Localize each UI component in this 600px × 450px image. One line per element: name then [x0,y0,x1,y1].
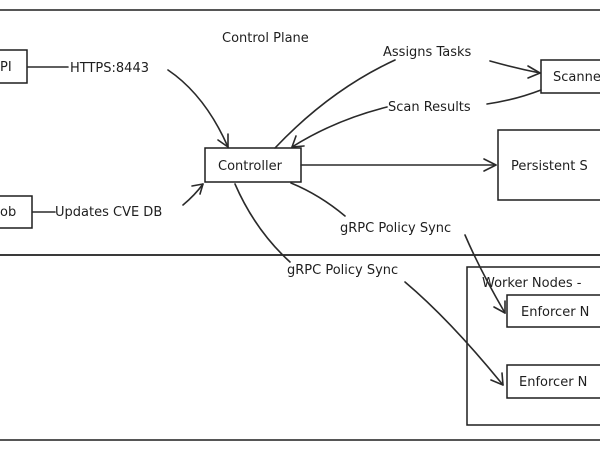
controller-label: Controller [218,159,283,174]
job-node-label: ob [0,205,16,220]
api-node [0,49,28,84]
worker-nodes-region [466,266,600,426]
control-plane-title: Control Plane [222,31,309,46]
enforcer-node-1 [506,294,600,328]
edge-scanner-controller [291,89,542,148]
edge-api-controller [27,66,229,148]
persistent-node [497,129,600,201]
job-node [0,195,33,229]
worker-nodes-title: Worker Nodes - [482,276,582,291]
enforcer-node-2 [506,364,600,399]
edge-assigns-tasks-label: Assigns Tasks [383,45,472,60]
edge-scan-results-label: Scan Results [388,100,471,115]
bottom-region [0,254,600,441]
edge-scanner-controller-head [291,135,305,148]
scanner-label: Scanne [553,70,600,85]
edge-grpc-2-label: gRPC Policy Sync [287,263,398,278]
edge-controller-enforcer-2 [234,183,504,386]
edge-controller-persistent-head [483,158,497,172]
edge-controller-scanner [274,59,541,149]
api-node-label: PI [0,60,12,75]
edge-controller-enforcer-1-head [493,300,506,314]
edge-controller-scanner-head [527,65,541,79]
edge-https-label: HTTPS:8443 [70,61,149,76]
edge-controller-enforcer-1 [290,182,506,314]
edge-api-controller-head [217,133,229,148]
edge-job-controller-head [191,183,204,195]
edge-updates-cve-label: Updates CVE DB [55,205,162,220]
edge-grpc-1-label: gRPC Policy Sync [340,221,451,236]
enforcer-2-label: Enforcer N [519,375,587,390]
scanner-node [540,59,600,94]
edge-controller-enforcer-2-head [490,372,504,386]
enforcer-1-label: Enforcer N [521,305,589,320]
persistent-label: Persistent S [511,159,588,174]
